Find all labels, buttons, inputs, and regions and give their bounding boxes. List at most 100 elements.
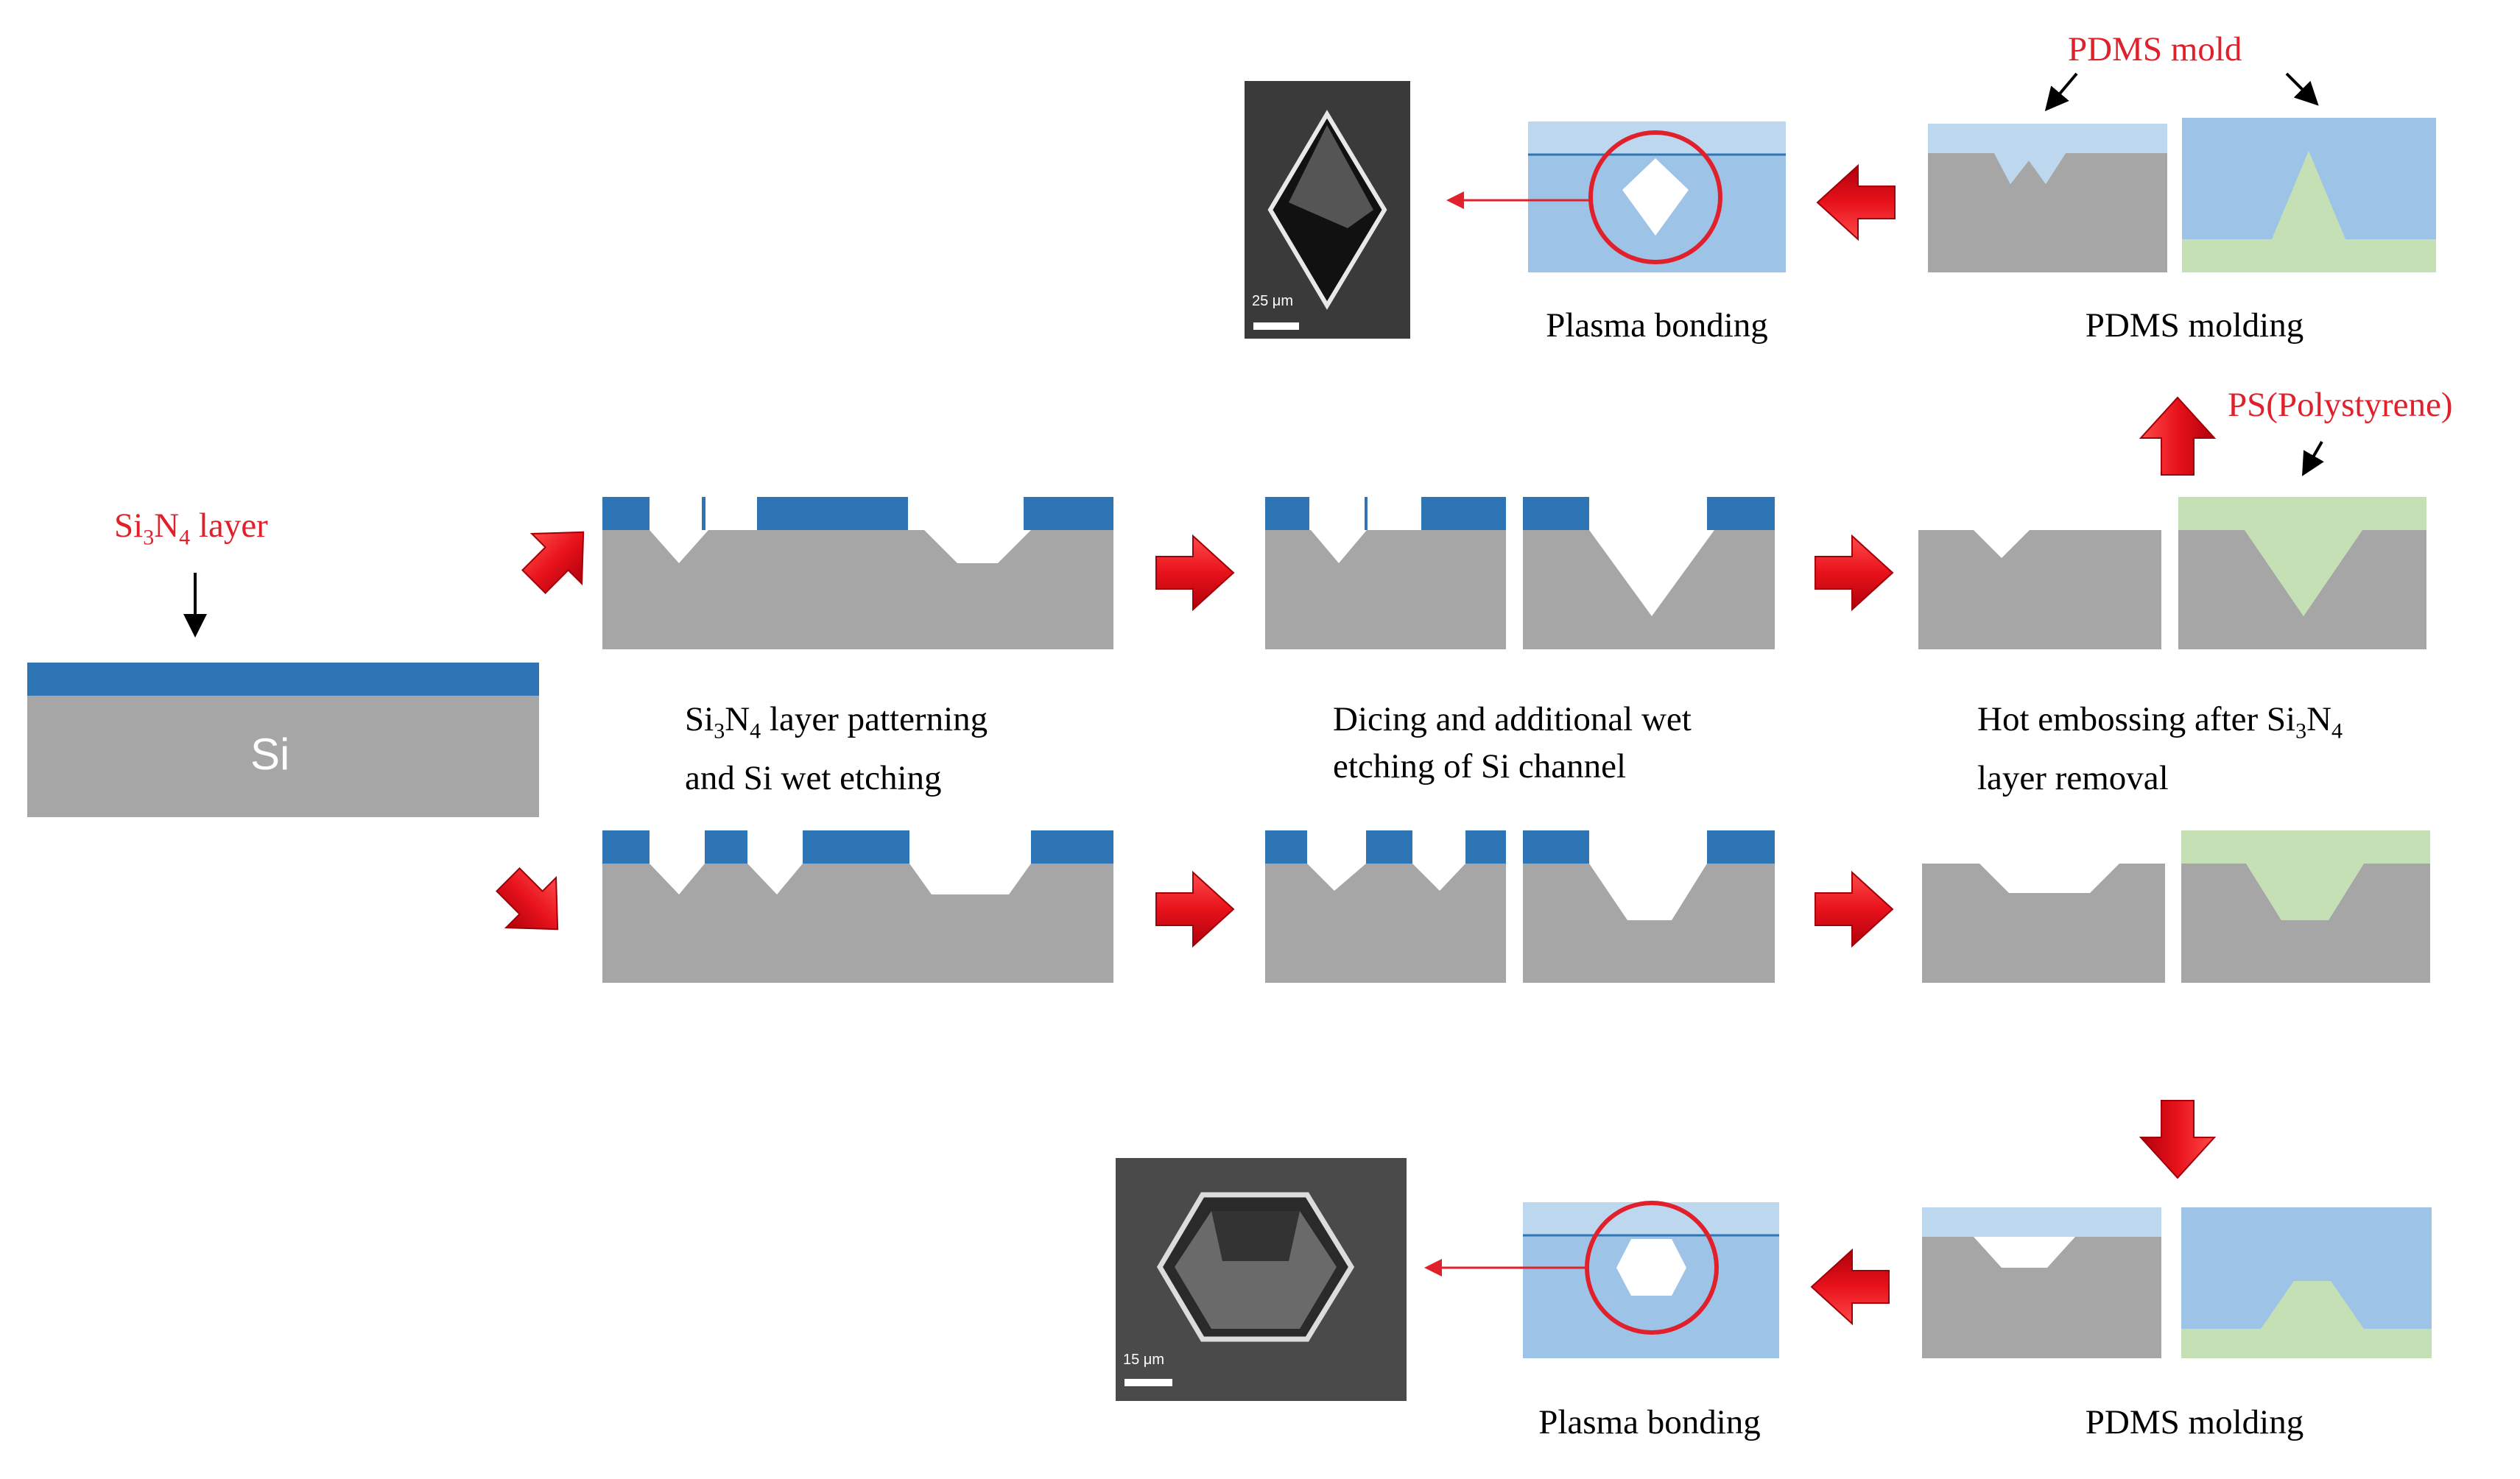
row1-diced-right <box>1523 497 1775 649</box>
sem-scale-label: 25 μm <box>1252 293 1293 309</box>
ps-pointer-arrow <box>2302 441 2324 476</box>
bottom-pdms-on-si <box>1922 1207 2161 1358</box>
si-body <box>602 864 1113 983</box>
row1-ps-emboss <box>2178 497 2426 649</box>
label-suffix: layer <box>190 506 268 545</box>
caption-line: layer removal <box>1977 759 2169 798</box>
sem-scale-label: 15 μm <box>1123 1352 1164 1368</box>
sem-hexagon-channel <box>1116 1158 1407 1401</box>
initial-substrate <box>27 663 539 817</box>
chem-subscript: 4 <box>179 525 191 550</box>
pdms-mold-label: PDMS mold <box>2068 30 2242 68</box>
red-arrow-up <box>2139 396 2217 476</box>
channel <box>1622 158 1689 236</box>
row1-patterned-wafer <box>602 497 1113 649</box>
pdms-top <box>1523 1202 1779 1235</box>
mask-segment <box>1265 497 1309 530</box>
channel <box>1616 1239 1686 1296</box>
ps-layer <box>2181 830 2430 920</box>
mask-segment <box>757 497 908 530</box>
caption-plasma-bottom: Plasma bonding <box>1538 1403 1761 1441</box>
si-body <box>1928 153 2167 272</box>
chem-si: Si <box>685 700 714 738</box>
red-arrow-right-4 <box>1815 870 1894 948</box>
caption-pdms-bottom: PDMS molding <box>2085 1403 2304 1441</box>
chem-subscript: 4 <box>2331 719 2343 744</box>
si-body <box>1523 530 1775 649</box>
ps-label: PS(Polystyrene) <box>2228 386 2453 424</box>
mask-segment <box>1523 497 1589 530</box>
chem-subscript: 3 <box>2295 719 2307 744</box>
si3n4-layer <box>27 663 539 696</box>
caption-line: Hot embossing after Si3N4 <box>1977 696 2343 755</box>
red-arrow-right-2 <box>1815 534 1894 612</box>
si-body <box>1922 864 2165 983</box>
row2-patterned-wafer <box>602 830 1113 983</box>
caption-plasma-top: Plasma bonding <box>1546 306 1768 345</box>
red-arrow-right-1 <box>1155 534 1235 612</box>
red-arrow-left-top <box>1816 163 1896 241</box>
caption-line: Dicing and additional wet <box>1333 700 1692 738</box>
pdms-mold-pointer-right <box>2285 72 2319 106</box>
red-arrow-right-3 <box>1155 870 1235 948</box>
chem-n: N <box>2306 700 2332 738</box>
row1-si-master <box>1918 530 2161 649</box>
mask-segment <box>1031 830 1113 864</box>
red-arrow-down <box>2139 1100 2217 1179</box>
ps-layer <box>2182 151 2436 272</box>
caption-line: etching of Si channel <box>1333 747 1627 786</box>
mask-segment <box>1523 830 1589 864</box>
caption-patterning: Si3N4 layer patterning and Si wet etchin… <box>685 696 988 802</box>
si-body <box>1918 530 2161 649</box>
top-pdms-on-ps <box>2182 118 2436 272</box>
chem-subscript: 3 <box>714 719 725 744</box>
caption-text: Hot embossing after Si <box>1977 700 2296 738</box>
mask-segment <box>1265 830 1307 864</box>
caption-hot-embossing: Hot embossing after Si3N4 layer removal <box>1977 696 2343 802</box>
si3n4-layer-label: Si3N4 layer <box>114 502 268 561</box>
red-arrow-diag-down <box>496 867 559 931</box>
row2-diced-left <box>1265 830 1506 983</box>
si-body <box>2181 864 2430 983</box>
pdms-fill <box>1928 124 2167 184</box>
caption-text: layer patterning <box>761 700 988 738</box>
si-body <box>1265 864 1506 983</box>
chem-subscript: 3 <box>143 525 155 550</box>
mask-segment <box>1366 830 1412 864</box>
ps-layer <box>2181 1281 2432 1358</box>
row2-diced-right <box>1523 830 1775 983</box>
si-body-fill <box>1334 864 1366 891</box>
chem-n: N <box>154 506 180 545</box>
mask-segment <box>1421 497 1506 530</box>
red-arrow-left-bottom <box>1810 1248 1890 1326</box>
red-arrow-diag-up <box>521 531 585 594</box>
caption-dicing: Dicing and additional wet etching of Si … <box>1333 696 1692 790</box>
chem-n: N <box>725 700 750 738</box>
si-body <box>1523 864 1775 983</box>
caption-pdms-top: PDMS molding <box>2085 306 2304 345</box>
row2-ps-emboss <box>2181 830 2430 983</box>
mask-sliver <box>702 497 705 530</box>
sem-scale-bar <box>1125 1379 1172 1386</box>
top-pdms-on-si <box>1928 124 2167 272</box>
chem-subscript: 4 <box>750 719 761 744</box>
sem-scale-bar <box>1253 322 1299 330</box>
sem-image-top: 25 μm <box>1245 81 1410 339</box>
pdms-mold-pointer-left <box>2044 72 2078 112</box>
mask-segment <box>602 497 650 530</box>
mask-segment <box>705 830 747 864</box>
top-bonded-chip <box>1528 121 1786 272</box>
caption-line: Si3N4 layer patterning <box>685 696 988 755</box>
pdms-top <box>1528 121 1786 155</box>
row1-diced-left <box>1265 497 1506 649</box>
caption-line: and Si wet etching <box>685 759 942 798</box>
si-substrate-label: Si <box>250 730 290 779</box>
bottom-pdms-on-ps <box>2181 1207 2432 1358</box>
sem-image-bottom: 15 μm <box>1116 1158 1407 1401</box>
si-body <box>1265 530 1506 649</box>
si-body <box>2178 530 2426 649</box>
mask-segment <box>803 830 909 864</box>
mask-segment <box>1024 497 1113 530</box>
pdms-layer <box>1922 1207 2161 1237</box>
